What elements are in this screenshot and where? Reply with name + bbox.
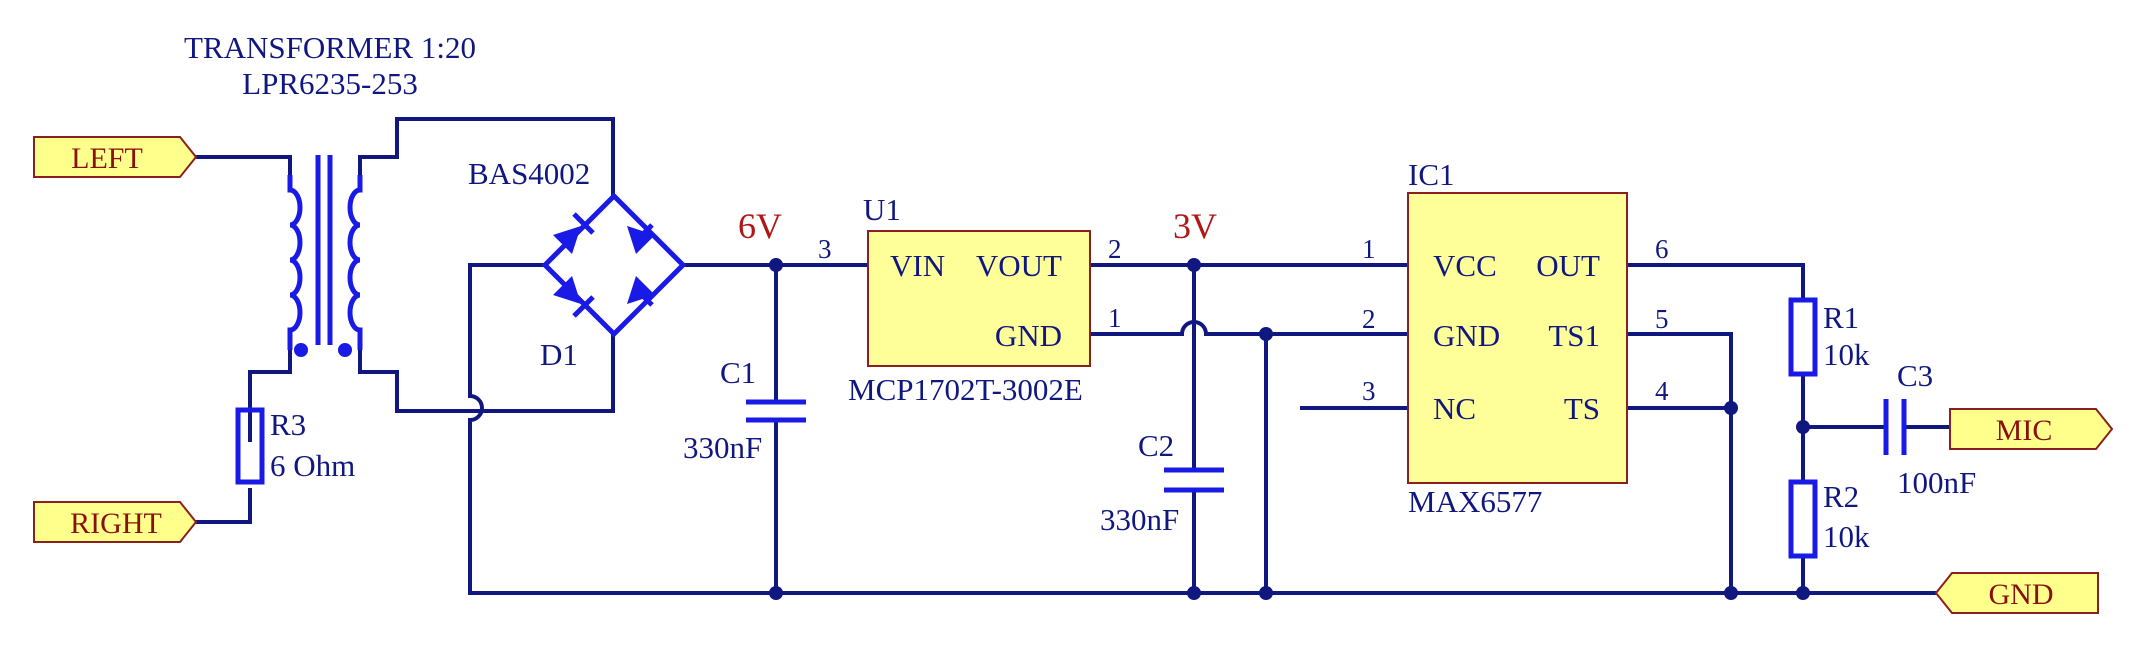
net-label-3v: 3V bbox=[1173, 206, 1217, 246]
port-right-label: RIGHT bbox=[70, 507, 162, 540]
r2-ref: R2 bbox=[1823, 479, 1859, 514]
port-gnd: GND bbox=[1934, 572, 2099, 614]
u1-ref: U1 bbox=[863, 192, 901, 227]
ic1-pin-out: 6 bbox=[1655, 234, 1669, 264]
port-right: RIGHT bbox=[33, 501, 198, 543]
u1-part: MCP1702T-3002E bbox=[848, 372, 1083, 407]
port-mic: MIC bbox=[1949, 408, 2114, 450]
transformer-primary-coil bbox=[287, 175, 303, 350]
r3-ref: R3 bbox=[270, 407, 306, 442]
capacitor-c2: C2 330nF bbox=[1100, 428, 1224, 537]
c3-ref: C3 bbox=[1897, 358, 1933, 393]
c1-value: 330nF bbox=[683, 430, 762, 465]
r1-ref: R1 bbox=[1823, 300, 1859, 335]
bridge-ref: D1 bbox=[540, 337, 578, 372]
ic1-gnd-label: GND bbox=[1433, 318, 1500, 353]
port-left-label: LEFT bbox=[71, 142, 143, 175]
c2-value: 330nF bbox=[1100, 502, 1179, 537]
ic1-out-label: OUT bbox=[1536, 248, 1600, 283]
u1-pin-vout: 2 bbox=[1108, 234, 1122, 264]
ic1-pin-ts: 4 bbox=[1655, 376, 1669, 406]
u1-pin-gnd: 1 bbox=[1108, 303, 1122, 333]
junctions bbox=[769, 258, 1810, 600]
ic1-nc-label: NC bbox=[1433, 391, 1476, 426]
ic1-ref: IC1 bbox=[1408, 157, 1455, 192]
bridge-rectifier-d1: BAS4002 D1 bbox=[468, 156, 687, 372]
transformer-t1: TRANSFORMER 1:20 LPR6235-253 bbox=[184, 30, 476, 357]
regulator-u1: U1 3 2 1 VIN VOUT GND MCP1702T-3002E bbox=[818, 192, 1122, 407]
ic1-ts1-label: TS1 bbox=[1548, 318, 1600, 353]
u1-vin-label: VIN bbox=[890, 248, 945, 283]
ic1-pin-vcc: 1 bbox=[1362, 234, 1376, 264]
transformer-title: TRANSFORMER 1:20 bbox=[184, 30, 476, 65]
temp-sensor-ic1: IC1 1 2 3 6 5 4 VCC GND NC OUT TS1 TS MA… bbox=[1362, 157, 1669, 519]
bridge-part: BAS4002 bbox=[468, 156, 590, 191]
r1-value: 10k bbox=[1823, 337, 1870, 372]
u1-vout-label: VOUT bbox=[976, 248, 1062, 283]
ic1-pin-nc: 3 bbox=[1362, 376, 1376, 406]
port-mic-label: MIC bbox=[1996, 414, 2053, 447]
c1-ref: C1 bbox=[720, 355, 756, 390]
ic1-part: MAX6577 bbox=[1408, 484, 1542, 519]
u1-gnd-label: GND bbox=[995, 318, 1062, 353]
resistor-r3: R3 6 Ohm bbox=[235, 407, 355, 485]
ic1-pin-ts1: 5 bbox=[1655, 304, 1669, 334]
resistor-r2: R2 10k bbox=[1788, 479, 1870, 559]
r3-value: 6 Ohm bbox=[270, 448, 355, 483]
c3-value: 100nF bbox=[1897, 465, 1976, 500]
transformer-secondary-coil bbox=[347, 175, 363, 350]
port-gnd-label: GND bbox=[1989, 578, 2054, 611]
resistor-r1: R1 10k bbox=[1788, 297, 1870, 377]
ic1-pin-gnd: 2 bbox=[1362, 304, 1376, 334]
transformer-part: LPR6235-253 bbox=[242, 66, 418, 101]
capacitor-c3: C3 100nF bbox=[1883, 358, 1976, 500]
u1-pin-vin: 3 bbox=[818, 234, 832, 264]
port-left: LEFT bbox=[33, 136, 198, 178]
capacitor-c1: C1 330nF bbox=[683, 355, 806, 465]
ic1-ts-label: TS bbox=[1564, 391, 1600, 426]
net-label-6v: 6V bbox=[738, 206, 782, 246]
r2-value: 10k bbox=[1823, 519, 1870, 554]
ic1-vcc-label: VCC bbox=[1433, 248, 1497, 283]
c2-ref: C2 bbox=[1138, 428, 1174, 463]
wires bbox=[194, 117, 1952, 595]
